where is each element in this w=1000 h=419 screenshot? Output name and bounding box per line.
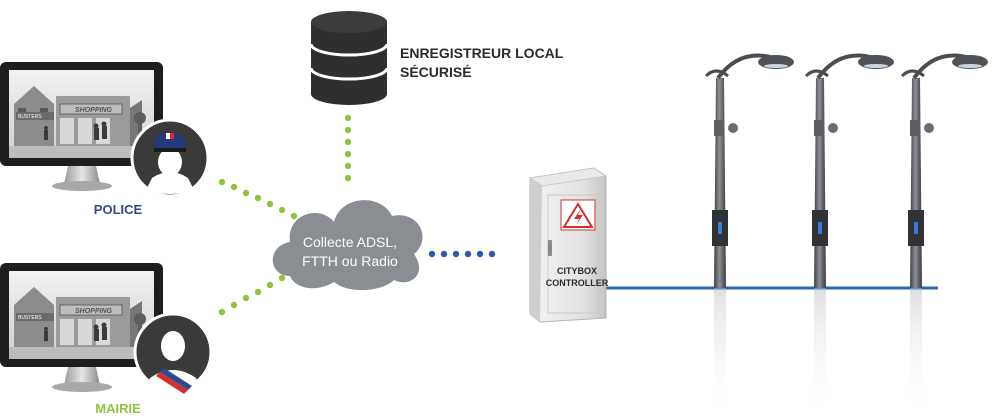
police-label: POLICE xyxy=(94,202,143,217)
high-voltage-warning-icon xyxy=(560,199,596,231)
mairie-label: MAIRIE xyxy=(95,401,141,416)
cloud-to-cabinet-connector xyxy=(428,250,496,258)
street-scene: BUSTERS SHOPPING xyxy=(9,86,154,158)
sign-right: SHOPPING xyxy=(75,308,113,315)
cloud-label-line2: FTTH ou Radio xyxy=(302,253,398,269)
storage-to-cloud-connector xyxy=(344,114,352,182)
lamp-post-2 xyxy=(804,53,894,413)
police-officer-icon xyxy=(130,118,210,198)
lamp-post-3 xyxy=(900,53,988,413)
sign-right: SHOPPING xyxy=(75,107,113,114)
citybox-cabinet: CITYBOX CONTROLLER xyxy=(528,167,609,323)
mairie-to-cloud-connector xyxy=(218,274,286,316)
police-to-cloud-connector xyxy=(218,178,298,220)
mayor-icon xyxy=(133,312,213,396)
sign-left: BUSTERS xyxy=(18,315,42,321)
street-scene: BUSTERS SHOPPING xyxy=(9,287,154,359)
storage-title-line1: ENREGISTREUR LOCAL xyxy=(400,45,564,61)
database-icon xyxy=(309,11,389,105)
sign-left: BUSTERS xyxy=(18,114,42,120)
mairie-monitor: BUSTERS SHOPPING xyxy=(0,263,163,392)
cabinet-label-line2: CONTROLLER xyxy=(546,278,609,288)
storage-title-line2: SÉCURISÉ xyxy=(400,64,472,80)
lamp-post-1 xyxy=(704,53,794,413)
cabinet-label-line1: CITYBOX xyxy=(557,266,597,276)
cloud-icon xyxy=(272,200,423,291)
cloud-label-line1: Collecte ADSL, xyxy=(303,234,397,250)
police-monitor: BUSTERS SHOPPING xyxy=(0,62,163,191)
